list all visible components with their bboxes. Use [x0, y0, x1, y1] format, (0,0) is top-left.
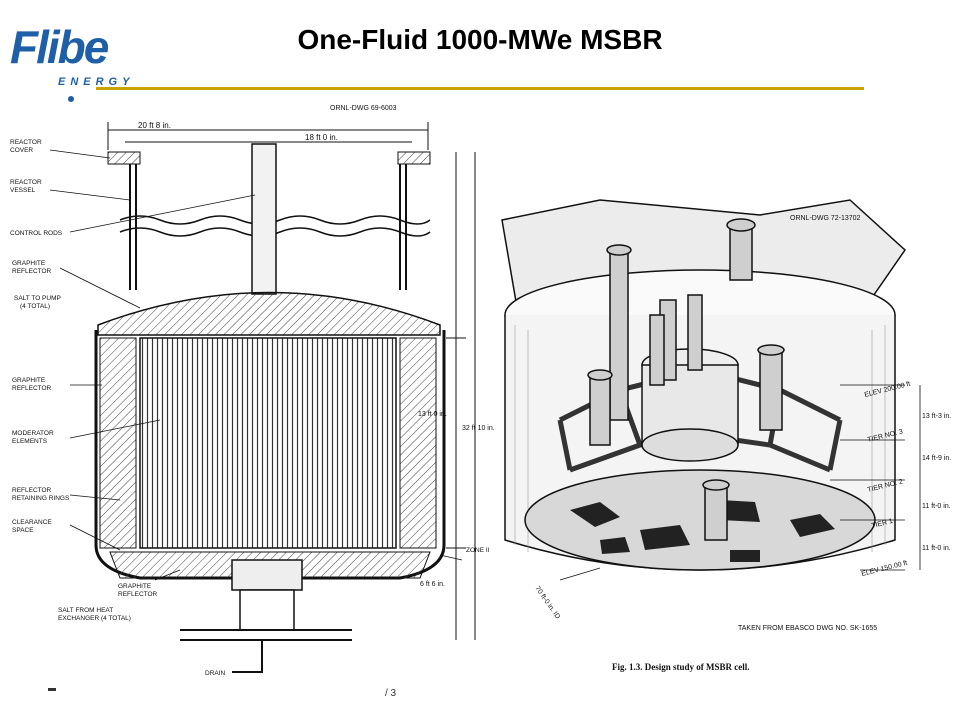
label-moderator-elements-2: ELEMENTS [12, 438, 48, 445]
dim-top-inner: 18 ft 0 in. [305, 133, 338, 142]
reactor-figure: ORNL-DWG 69-6003 20 ft 8 in. 18 ft 0 in.… [10, 105, 951, 677]
reactor-vessel-drawing: ORNL-DWG 69-6003 20 ft 8 in. 18 ft 0 in.… [10, 105, 495, 677]
label-graphite-reflector-top-2: REFLECTOR [12, 268, 52, 275]
slide-title: One-Fluid 1000-MWe MSBR [297, 24, 663, 55]
label-moderator-elements-1: MODERATOR [12, 430, 54, 437]
left-dwg-number: ORNL-DWG 69-6003 [330, 105, 397, 112]
logo-subtitle: ENERGY [58, 76, 135, 88]
label-reflector-rings-2: RETAINING RINGS [12, 495, 70, 502]
logo-dot [68, 96, 74, 102]
label-salt-from-hx-1: SALT FROM HEAT [58, 607, 113, 614]
label-salt-to-pump-2: (4 TOTAL) [20, 303, 50, 310]
label-reactor-cover-2: COVER [10, 147, 33, 154]
label-graphite-reflector-bottom-2: REFLECTOR [118, 591, 158, 598]
dim-bottom: 6 ft 6 in. [420, 581, 445, 588]
label-salt-to-pump-1: SALT TO PUMP [14, 295, 61, 302]
label-reflector-rings-1: REFLECTOR [12, 487, 52, 494]
label-graphite-reflector-bottom-1: GRAPHITE [118, 583, 152, 590]
label-reactor-vessel-1: REACTOR [10, 179, 42, 186]
footer-mark [48, 688, 56, 691]
label-zone-ii: ZONE II [466, 547, 490, 554]
footer-page: / 3 [385, 688, 397, 699]
logo-wordmark: Flibe [10, 21, 109, 73]
right-dwg-number: ORNL-DWG 72-13702 [790, 215, 861, 222]
figure-caption: Fig. 1.3. Design study of MSBR cell. [612, 662, 750, 672]
label-clearance-space-2: SPACE [12, 527, 34, 534]
label-graphite-reflector-top-1: GRAPHITE [12, 260, 46, 267]
msbr-cell-drawing: ORNL-DWG 72-13702 ELEV 200.00 ft 13 ft-3… [501, 199, 951, 672]
dim-total: 32 ft 10 in. [462, 425, 495, 432]
title-rule [96, 87, 864, 90]
label-elev-bottom: ELEV 150.00 ft [861, 560, 908, 578]
dim-core: 13 ft 0 in. [418, 411, 447, 418]
label-drain: DRAIN [205, 670, 226, 677]
label-salt-from-hx-2: EXCHANGER (4 TOTAL) [58, 615, 131, 622]
label-clearance-space-1: CLEARANCE [12, 519, 52, 526]
label-diameter: 70 ft-0 in. ID [533, 585, 561, 620]
dim-top-outer: 20 ft 8 in. [138, 121, 171, 130]
label-control-rods: CONTROL RODS [10, 230, 63, 237]
drawing-credit: TAKEN FROM EBASCO DWG NO. SK-1655 [738, 625, 877, 632]
flibe-energy-logo: Flibe ENERGY [8, 20, 138, 105]
dim-tier-2: 14 ft-9 in. [922, 455, 951, 462]
label-reactor-vessel-2: VESSEL [10, 187, 36, 194]
label-reactor-cover-1: REACTOR [10, 139, 42, 146]
dim-tier-3: 13 ft-3 in. [922, 413, 951, 420]
label-graphite-reflector-side-1: GRAPHITE [12, 377, 46, 384]
label-graphite-reflector-side-2: REFLECTOR [12, 385, 52, 392]
dim-base: 11 ft-0 in. [922, 545, 951, 552]
dim-tier-1: 11 ft-0 in. [922, 503, 951, 510]
